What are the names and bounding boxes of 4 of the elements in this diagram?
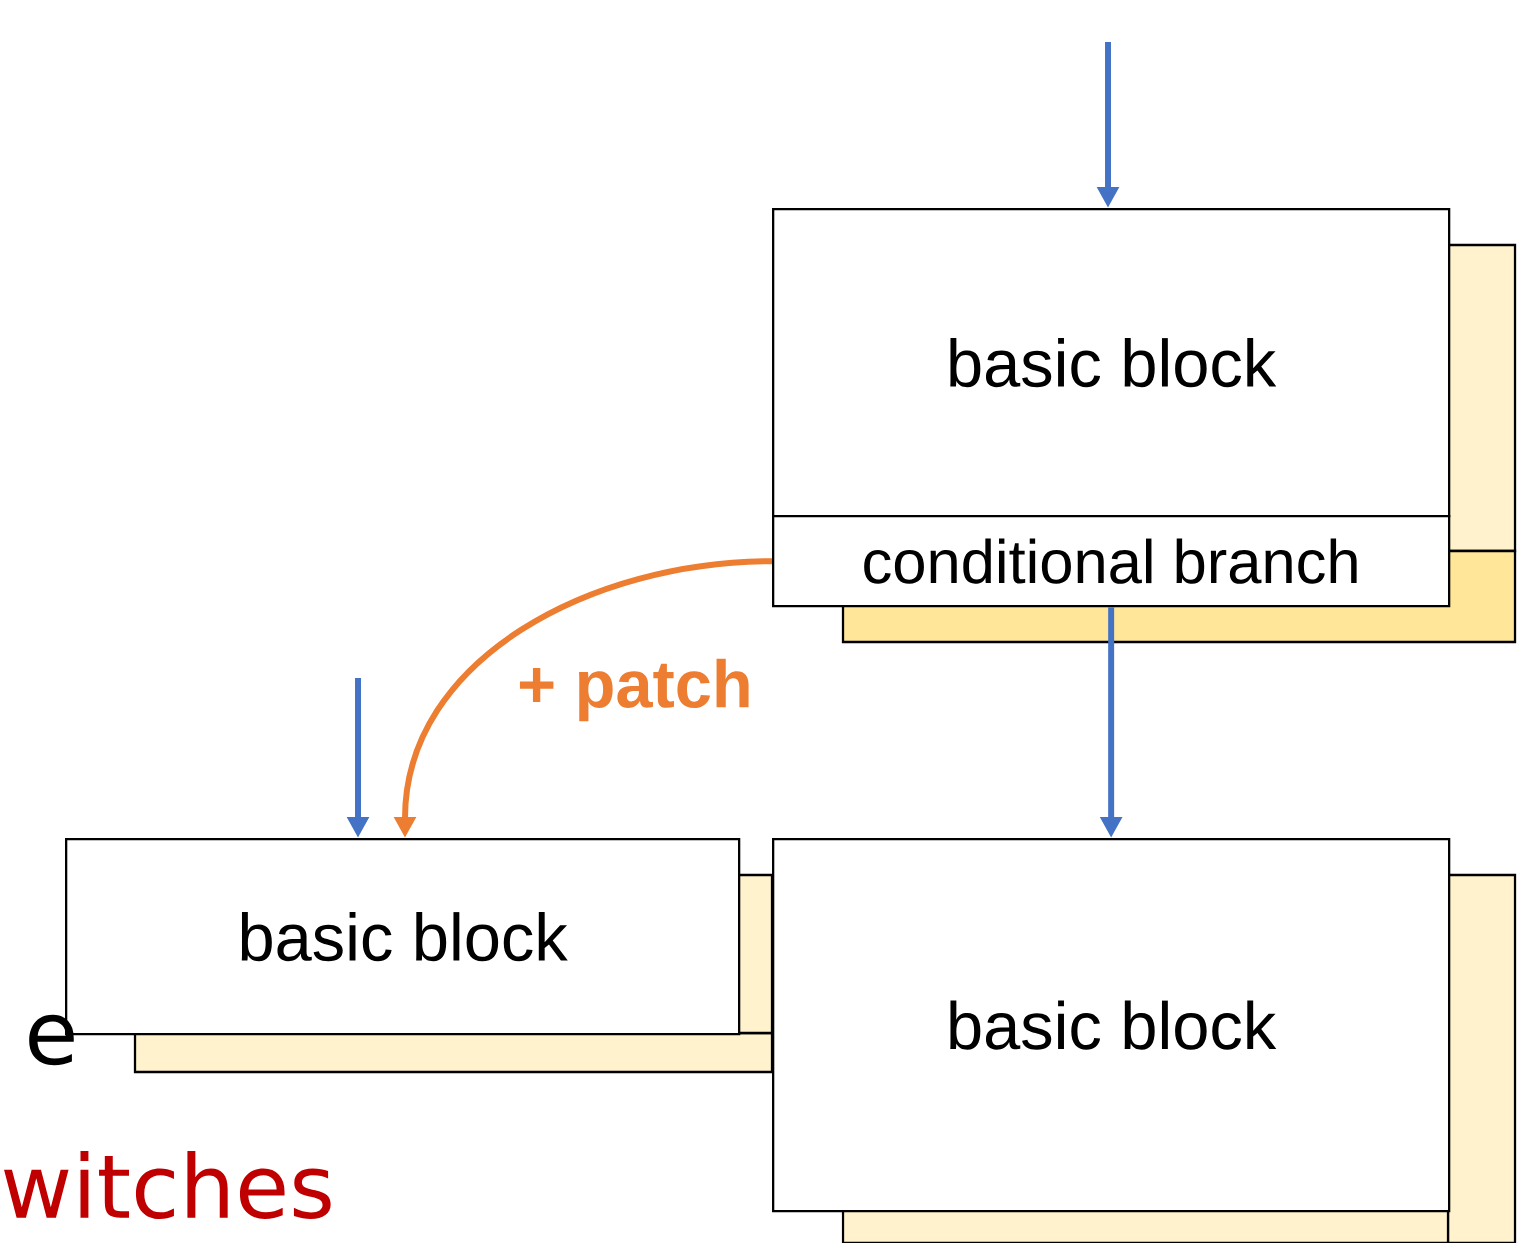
basic-block-box: basic block: [772, 838, 1451, 1213]
branch-box: conditional branch: [772, 515, 1451, 608]
edge-label: + patch: [519, 658, 749, 722]
fragment-text: witches: [4, 1151, 331, 1219]
